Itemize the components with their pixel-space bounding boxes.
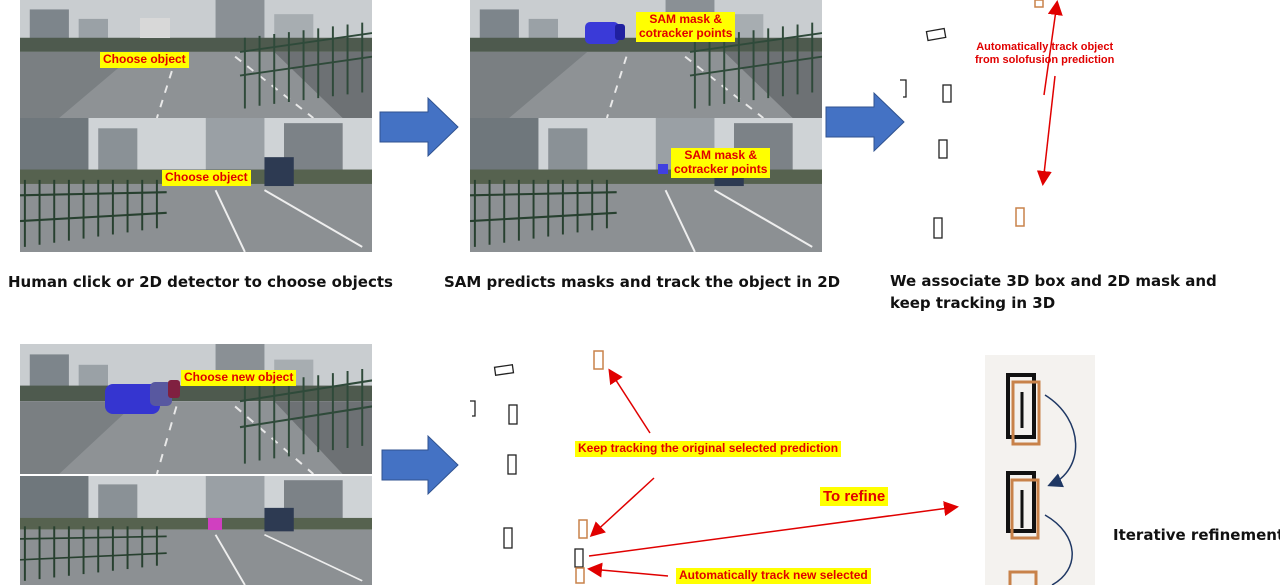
refined-box-2 [1006, 471, 1040, 540]
panel4-bottom-image [20, 476, 372, 585]
panel4-top-image [20, 344, 372, 474]
refinement-backdrop [985, 355, 1095, 585]
keep-tracking-label: Keep tracking the original selected pred… [575, 441, 842, 457]
panel3-annotation: Automatically track object from solofusi… [975, 41, 1115, 67]
panel2-top-label: SAM mask & cotracker points [636, 12, 736, 42]
bev-orange-boxes-panel3 [1015, 0, 1044, 227]
auto-track-new-label: Automatically track new selected [676, 568, 871, 584]
refined-box-3 [1008, 570, 1038, 585]
bev-boxes-panel5 [470, 364, 584, 568]
refinement-curve-2 [1044, 514, 1073, 585]
red-arrow-down [1036, 75, 1056, 186]
panel2-caption: SAM predicts masks and track the object … [444, 273, 841, 291]
panel1-caption: Human click or 2D detector to choose obj… [8, 273, 393, 291]
bev-boxes-panel3 [900, 27, 952, 239]
sam-mask-new [105, 384, 160, 414]
flow-arrow-2 [825, 91, 905, 153]
iterative-refinement-caption: Iterative refinement [1113, 526, 1280, 544]
panel4-top-label: Choose new object [181, 370, 297, 386]
refined-box-1 [1006, 373, 1041, 446]
to-refine-label: To refine [820, 487, 889, 507]
flow-arrow-1 [379, 96, 459, 158]
flow-arrow-3 [381, 434, 459, 496]
red-arrow-to-selected [589, 477, 655, 538]
sam-mask-small [658, 164, 668, 174]
panel3-caption: We associate 3D box and 2D mask and keep… [890, 272, 1217, 312]
mask-pink [208, 518, 222, 530]
panel2-bottom-label: SAM mask & cotracker points [671, 148, 771, 178]
distant-car [140, 18, 170, 38]
panel2-bottom-image [470, 118, 822, 252]
red-arrow-auto-track [587, 562, 669, 578]
panel1-top-image [20, 0, 372, 118]
red-arrow-keep-tracking [608, 368, 651, 434]
panel1-top-label: Choose object [100, 52, 189, 68]
bev-orange-boxes-panel5 [575, 350, 604, 584]
panel2-top-image [470, 0, 822, 118]
sam-mask [585, 22, 619, 44]
refinement-curve-1 [1044, 394, 1077, 488]
panel1-bottom-label: Choose object [162, 170, 251, 186]
red-arrow-to-refine [588, 501, 959, 557]
